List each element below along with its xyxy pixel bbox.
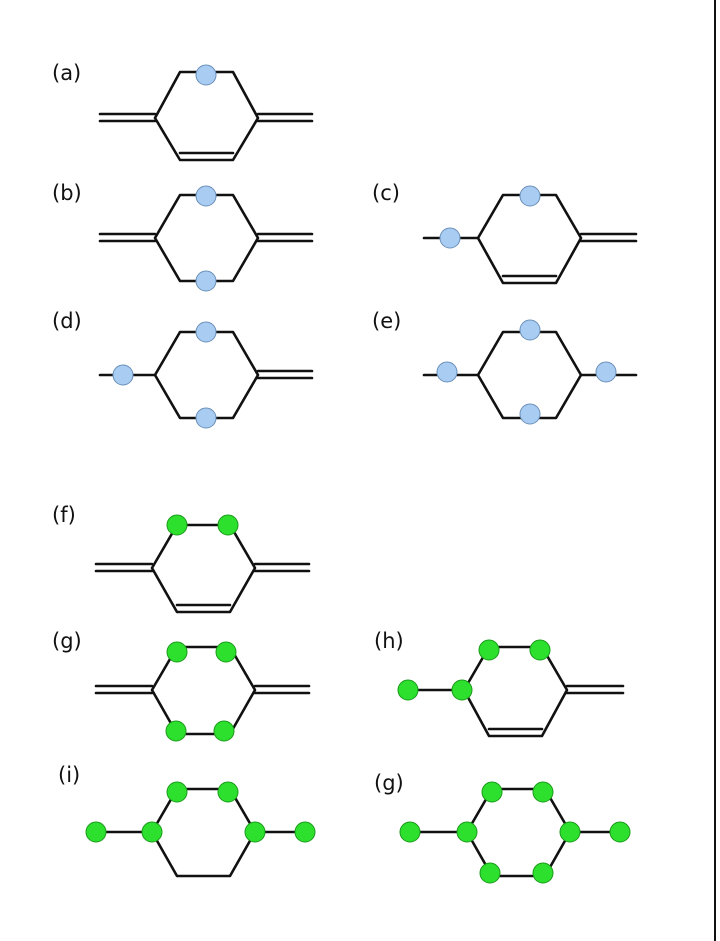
green-dot — [532, 781, 554, 803]
green-dot — [479, 862, 501, 884]
panel-f: (f) — [52, 503, 311, 614]
blue-dot — [436, 361, 458, 383]
green-dot — [166, 641, 188, 663]
bond-lines — [94, 787, 307, 878]
green-dot — [399, 821, 421, 843]
blue-dot — [112, 364, 134, 386]
bond-lines — [94, 645, 311, 736]
green-dot — [217, 514, 239, 536]
blue-dot — [519, 319, 541, 341]
label-h: (h) — [374, 629, 404, 653]
green-dot — [559, 821, 581, 843]
panel-g: (g) — [52, 629, 311, 742]
panel-c: (c) — [372, 181, 638, 285]
right-border — [714, 0, 716, 941]
bond-lines — [98, 70, 314, 162]
panel-e: (e) — [372, 309, 638, 425]
blue-dot — [519, 185, 541, 207]
blue-dot — [195, 185, 217, 207]
label-g: (g) — [52, 629, 82, 653]
green-dot — [532, 862, 554, 884]
bond-lines — [406, 645, 625, 738]
green-dot — [217, 781, 239, 803]
panel-g2: (g) — [374, 771, 631, 884]
bond-lines — [408, 787, 622, 878]
green-dot — [529, 639, 551, 661]
green-dot — [478, 639, 500, 661]
blue-dot — [195, 407, 217, 429]
green-dot — [294, 821, 316, 843]
blue-dot — [519, 403, 541, 425]
bond-lines — [98, 193, 314, 283]
green-dot — [456, 821, 478, 843]
green-dot — [609, 821, 631, 843]
green-dot — [141, 821, 163, 843]
blue-dot — [195, 270, 217, 292]
green-dot — [481, 781, 503, 803]
green-dot — [166, 514, 188, 536]
blue-dot — [195, 64, 217, 86]
green-dot — [215, 641, 237, 663]
green-dot — [213, 720, 235, 742]
panel-h: (h) — [374, 629, 625, 738]
label-i: (i) — [58, 763, 80, 787]
label-f: (f) — [52, 503, 76, 527]
green-dot — [85, 821, 107, 843]
green-dot — [166, 781, 188, 803]
label-d: (d) — [52, 309, 82, 333]
label-b: (b) — [52, 181, 82, 205]
green-dot — [165, 720, 187, 742]
blue-dot — [439, 227, 461, 249]
label-c: (c) — [372, 181, 400, 205]
green-dot — [451, 679, 473, 701]
green-dot — [397, 679, 419, 701]
panel-d: (d) — [52, 309, 314, 429]
panel-a: (a) — [52, 61, 314, 162]
green-dot — [244, 821, 266, 843]
label-e: (e) — [372, 309, 401, 333]
blue-dot — [195, 321, 217, 343]
panel-i: (i) — [58, 763, 316, 878]
bond-lines — [94, 523, 311, 614]
label-a: (a) — [52, 61, 81, 85]
panel-b: (b) — [52, 181, 314, 292]
label-g2: (g) — [374, 771, 404, 795]
blue-dot — [595, 361, 617, 383]
